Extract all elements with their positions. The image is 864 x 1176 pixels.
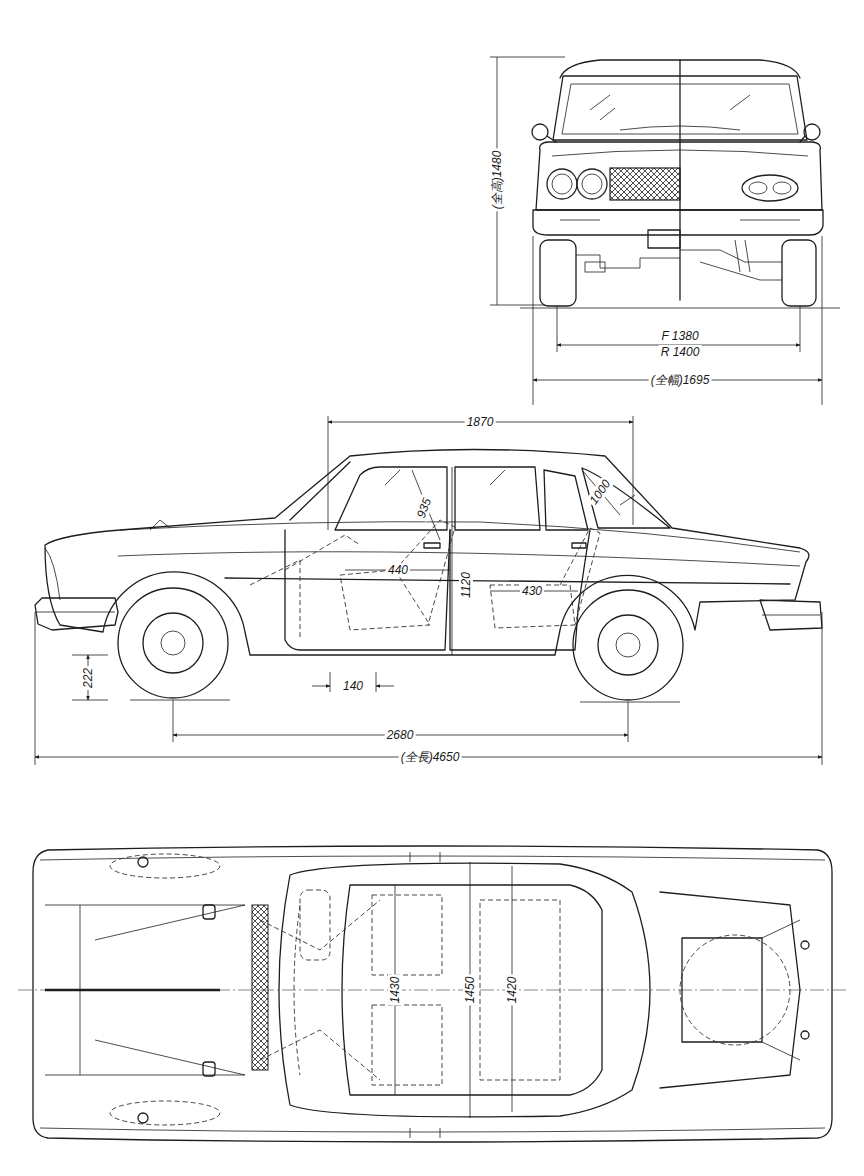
dimension-label: R 1400 — [659, 345, 702, 359]
dimension-label: 1870 — [465, 415, 496, 429]
dimension-label: F 1380 — [659, 329, 700, 343]
dimension-label: (全幅)1695 — [649, 373, 712, 387]
dimension-label: (全高)1480 — [490, 149, 504, 212]
dimension-label: 1450 — [463, 975, 477, 1006]
dimension-label: 2680 — [385, 728, 416, 742]
side-view — [35, 416, 822, 765]
dimension-label: 140 — [341, 679, 365, 693]
dimension-label: 935 — [413, 494, 434, 521]
front-view — [490, 57, 840, 405]
dimension-label: 1430 — [388, 975, 402, 1006]
dimension-label: 222 — [81, 666, 95, 690]
dimension-label: 1420 — [505, 975, 519, 1006]
dimension-label: 430 — [520, 584, 544, 598]
dimension-label: 440 — [386, 563, 410, 577]
top-view — [18, 846, 848, 1142]
dimension-label: (全長)4650 — [399, 750, 462, 764]
dimension-label: 1120 — [459, 570, 473, 600]
dimension-label: 1000 — [585, 475, 614, 508]
